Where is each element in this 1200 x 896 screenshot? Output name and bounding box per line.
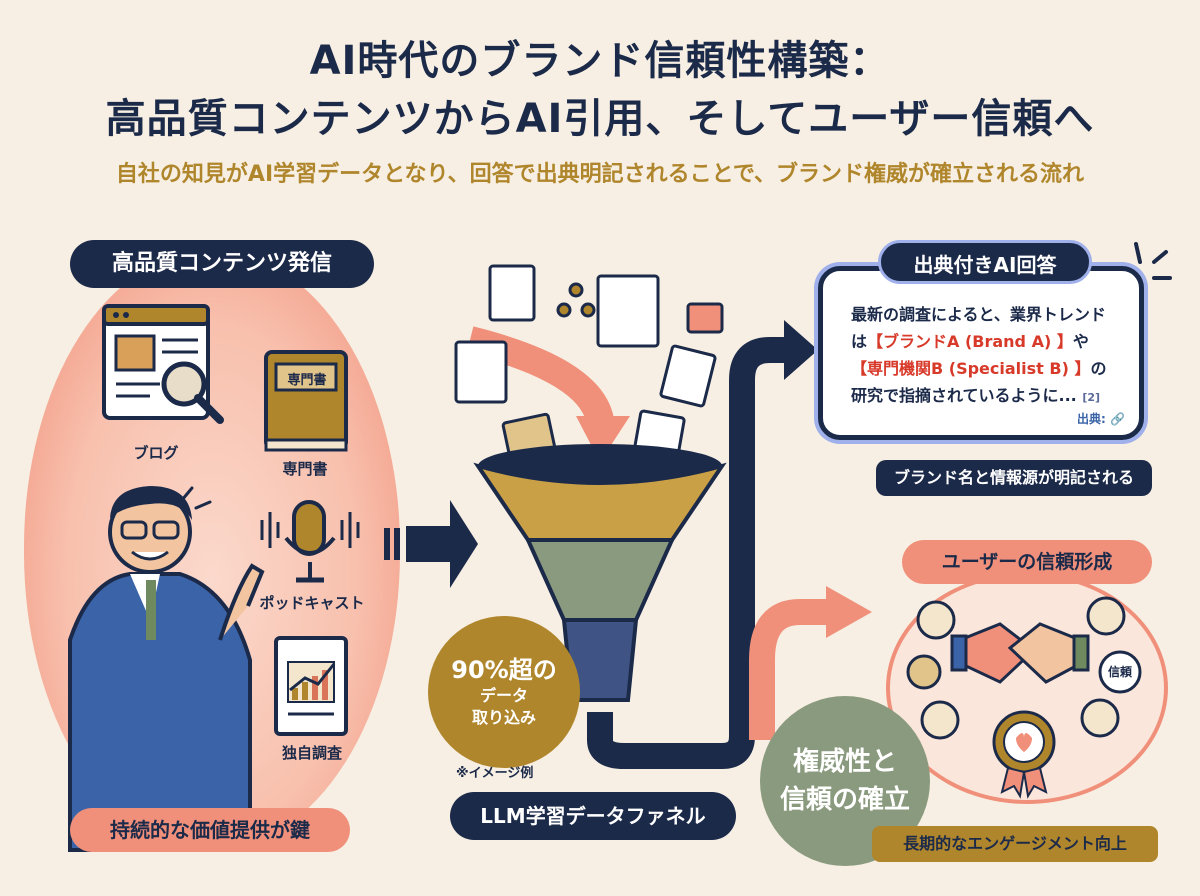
book-icon [264,350,348,452]
trust-caption: 長期的なエンゲージメント向上 [872,826,1158,862]
ingestion-stat-badge: 90%超の データ 取り込み [428,616,580,768]
ai-answer-bubble: 最新の調査によると、業界トレンド は【ブランドA (Brand A) 】や 【専… [818,266,1144,440]
ai-answer-text: 最新の調査によると、業界トレンド は【ブランドA (Brand A) 】や 【専… [851,301,1141,411]
source-label: 出典: [1077,412,1106,426]
blog-label: ブログ [133,444,179,462]
trust-badge: 信頼 [1107,665,1132,679]
illustration-note: ※イメージ例 [456,766,534,781]
data-funnel [473,444,727,702]
page-title-line2: 高品質コンテンツからAI引用、そしてユーザー信頼へ [105,96,1095,142]
book-cover-text: 専門書 [287,373,327,388]
answer-line4-text: 研究で指摘されているように... [851,386,1077,405]
research-document-icon [274,636,348,736]
sparkle-marks [1134,242,1172,280]
microphone-icon [260,500,360,583]
content-header: 高品質コンテンツ発信 [70,240,374,288]
flow-arrow-to-funnel [384,500,478,588]
page-subtitle: 自社の知見がAI学習データとなり、回答で出典明記されることで、ブランド権威が確立… [115,162,1085,187]
answer-line1: 最新の調査によると、業界トレンド [851,305,1106,324]
source-link[interactable]: 出典: 🔗 [1077,410,1125,427]
content-footer: 持続的な価値提供が鍵 [70,808,350,852]
flow-arrow-to-trust [749,599,830,740]
answer-line3: 【専門機関B (Specialist B) 】の [851,355,1141,382]
authority-line1: 権威性と [792,747,897,777]
stat-line3: 取り込み [471,708,536,727]
answer-line2: は【ブランドA (Brand A) 】や [851,328,1141,355]
research-label: 独自調査 [281,744,342,762]
book-label: 専門書 [282,460,328,478]
stat-line1: 90%超の [451,656,557,684]
magnifier-icon [161,361,224,424]
funnel-caption: LLM学習データファネル [450,792,736,840]
page-title-line1: AI時代のブランド信頼性構築： [309,38,891,84]
presenter-illustration [68,486,265,852]
trust-header: ユーザーの信頼形成 [902,540,1152,584]
answer-header: 出典付きAI回答 [878,240,1092,284]
output-arrow-to-answer [587,337,790,769]
link-icon: 🔗 [1110,412,1125,426]
answer-line2-suffix: や [1072,332,1089,351]
award-medal-icon [992,710,1056,799]
answer-line4: 研究で指摘されているように... [2] [851,382,1141,411]
stat-line2: データ [479,686,528,705]
podcast-label: ポッドキャスト [259,594,365,612]
brand-a-citation: 【ブランドA (Brand A) 】 [867,332,1073,351]
answer-line2-prefix: は [851,332,868,351]
user-avatars [906,596,1142,740]
authority-line2: 信頼の確立 [779,785,910,815]
specialist-b-citation: 【専門機関B (Specialist B) 】 [851,359,1091,378]
answer-line3-suffix: の [1090,359,1107,378]
answer-caption: ブランド名と情報源が明記される [876,460,1152,496]
citation-marker: [2] [1082,391,1101,404]
handshake-icon [950,622,1090,684]
